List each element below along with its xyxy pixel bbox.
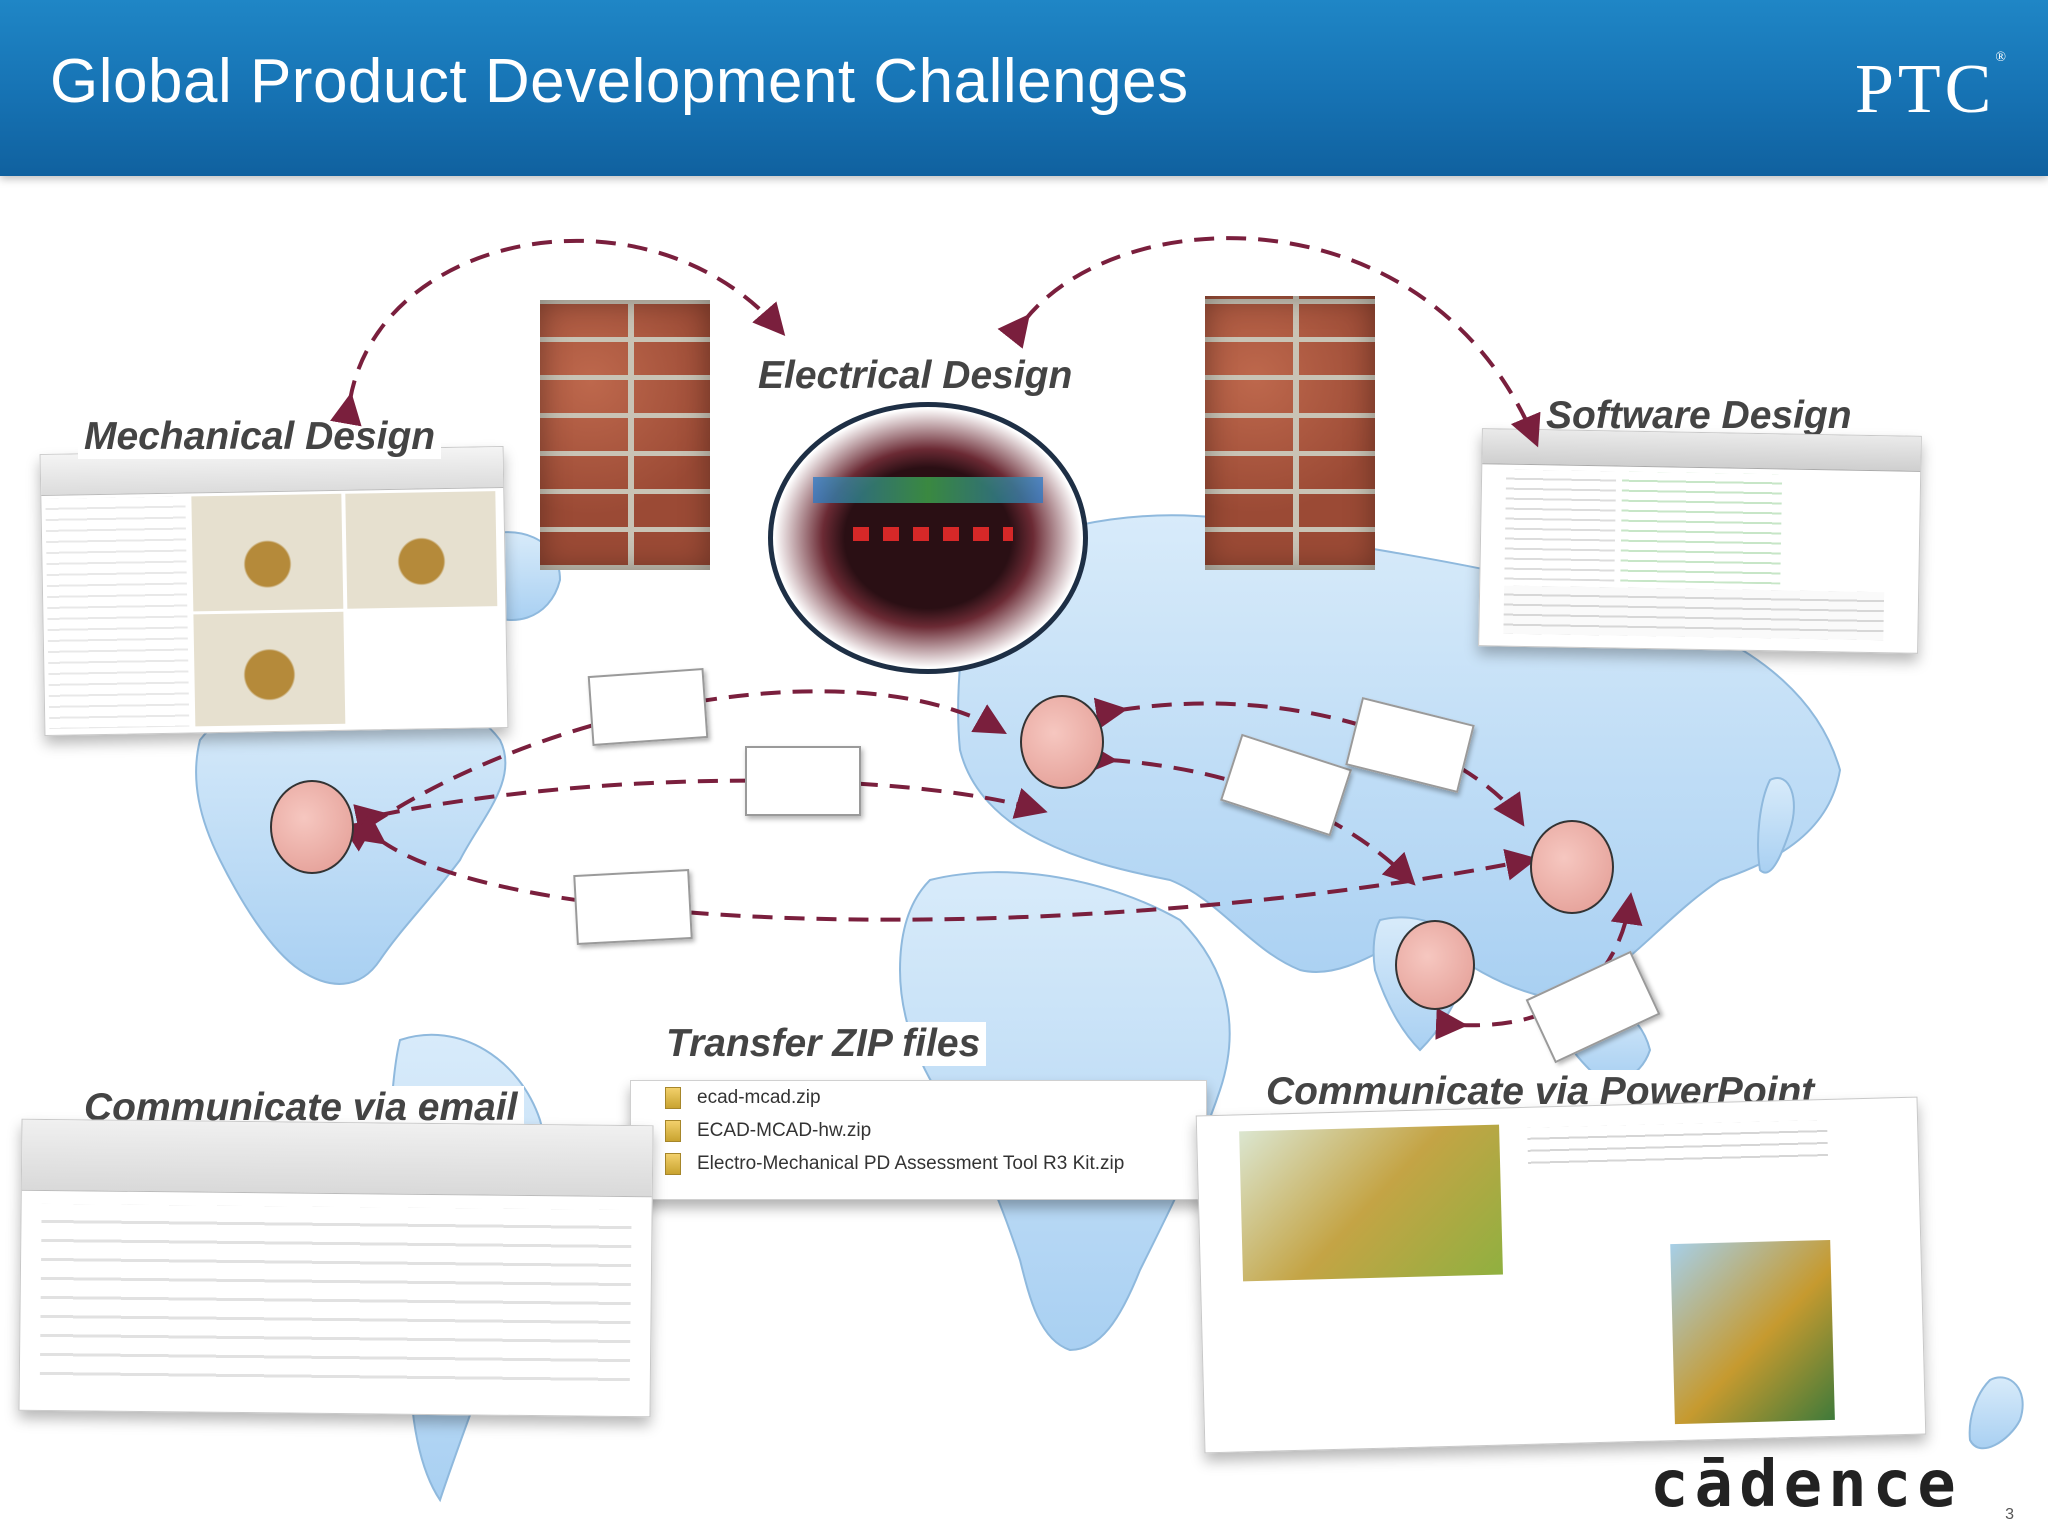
zip-file-name: ECAD-MCAD-hw.zip [697,1119,872,1141]
email-ribbon [21,1119,653,1198]
confused-engineer-india [1395,920,1475,1010]
resistor-file-3 [573,869,693,945]
zip-file-list: ecad-mcad.zip ECAD-MCAD-hw.zip Electro-M… [630,1080,1207,1200]
map-japan [1757,777,1795,874]
label-transfer-zip: Transfer ZIP files [660,1022,987,1066]
zip-file-3: Electro-Mechanical PD Assessment Tool R3… [631,1147,1206,1180]
resistor-file-2 [745,746,861,816]
email-screenshot [18,1118,654,1418]
powerpoint-screenshot [1195,1096,1927,1454]
electrical-components [853,527,1013,541]
slide-title: Global Product Development Challenges [50,47,1189,116]
slide-header: Global Product Development Challenges PT… [0,0,2048,176]
arrow-europe-india [1084,742,1416,886]
map-new-zealand [1968,1376,2024,1450]
arrow-elec-soft [997,236,1541,448]
zip-file-2: ECAD-MCAD-hw.zip [631,1114,1206,1147]
zip-file-name: Electro-Mechanical PD Assessment Tool R3… [697,1152,1125,1174]
ptc-logo-mark: ® [1995,50,2006,65]
zip-folder-icon [665,1152,681,1175]
ptc-logo: PTC® [1855,50,2006,130]
ptc-logo-text: PTC [1854,51,1996,128]
confused-engineer-europe [1020,695,1104,789]
zip-file-name: ecad-mcad.zip [697,1086,821,1108]
electrical-toolbar [813,477,1043,503]
ppt-notes [1527,1119,1829,1168]
page-number: 3 [2005,1506,2014,1523]
ppt-model-1 [1239,1124,1503,1282]
zip-folder-icon [665,1119,681,1142]
resistor-file-1 [587,668,709,746]
email-body [39,1203,632,1391]
cadence-logo: cādence [1650,1448,1962,1522]
confused-engineer-na [270,780,354,874]
zip-file-1: ecad-mcad.zip [631,1081,1206,1114]
arrow-na-china [351,813,1538,922]
ppt-model-2 [1670,1239,1835,1425]
arrow-na-europe-2 [353,778,1048,836]
confused-engineer-china [1530,820,1614,914]
zip-folder-icon [665,1086,681,1109]
arrow-mech-elec [330,238,786,427]
